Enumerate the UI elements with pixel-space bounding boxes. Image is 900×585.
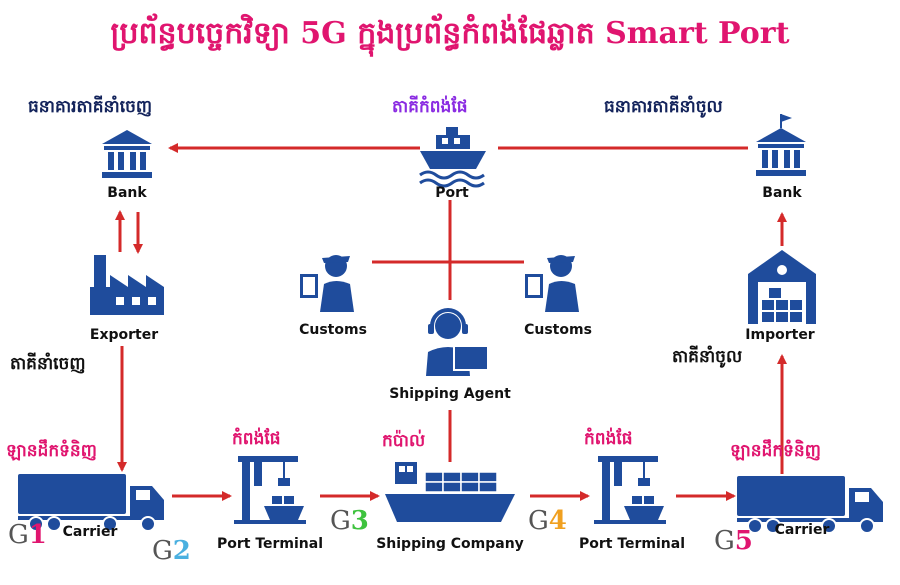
terminal-right-km-label: កំពង់ផែ [584,429,633,449]
importer-km-label: តាគីនាំចូល [672,347,743,367]
cargo-ship-icon [385,462,515,522]
carrier-left-km-label: ឡានដឹកទំនិញ [6,441,97,461]
shipping-agent-label: Shipping Agent [389,386,511,402]
port-label: Port [435,185,469,201]
customs-officer-icon [525,255,579,312]
g4-badge: G4 [528,506,567,536]
g2-badge: G2 [152,536,191,566]
bank-icon [756,114,806,176]
shipping-company-label: Shipping Company [376,536,524,552]
carrier-right-label: Carrier [774,522,830,538]
importer-label: Importer [745,327,815,343]
carrier-left-label: Carrier [62,524,118,540]
g1-badge: G1 [8,520,47,550]
customs-officer-icon [300,255,354,312]
bank-left-label: Bank [107,185,147,201]
bank-icon [102,130,152,178]
port-crane-icon [233,455,307,525]
customs-right-label: Customs [524,322,592,338]
ship-icon [419,127,486,188]
shipping-company-km-label: កប៉ាល់ [382,431,426,451]
terminal-left-km-label: កំពង់ផែ [232,429,281,449]
terminal-left-label: Port Terminal [216,536,324,552]
bank-right-label: Bank [762,185,802,201]
bank-right-km-label: ធនាគារតាគីនាំចូល [604,97,723,117]
agent-headset-icon [426,308,489,376]
g3-badge: G3 [330,506,369,536]
terminal-right-label: Port Terminal [578,536,686,552]
bank-left-km-label: ធនាគារតាគីនាំចេញ [28,97,153,117]
port-crane-icon [593,455,667,525]
exporter-km-label: តាគីនាំចេញ [10,354,86,374]
carrier-right-km-label: ឡានដឹកទំនិញ [730,441,821,461]
port-km-label: តាគីកំពង់ផែ [392,97,468,117]
diagram-title: ប្រព័ន្ធបច្ចេកវិទ្យា 5G ក្នុងប្រព័ន្ធកំព… [110,16,790,51]
warehouse-icon [748,250,816,324]
exporter-label: Exporter [89,327,159,343]
customs-left-label: Customs [299,322,367,338]
factory-icon [90,255,164,315]
g5-badge: G5 [714,526,753,556]
connectors [115,143,787,501]
